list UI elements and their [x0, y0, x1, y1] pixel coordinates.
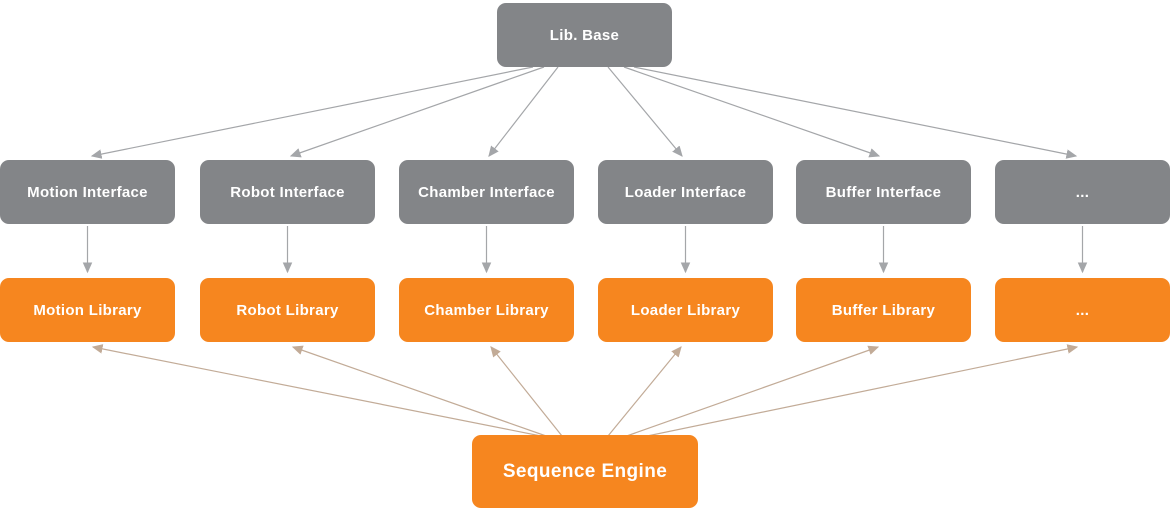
node-buffer-library: Buffer Library [796, 278, 971, 342]
node-more-library: ... [995, 278, 1170, 342]
node-more-interface: ... [995, 160, 1170, 224]
node-buffer-interface: Buffer Interface [796, 160, 971, 224]
node-robot-interface: Robot Interface [200, 160, 375, 224]
node-motion-interface: Motion Interface [0, 160, 175, 224]
node-loader-interface: Loader Interface [598, 160, 773, 224]
arrow-root-more-interface [633, 66, 1078, 159]
interface-to-library-arrows [82, 226, 1088, 274]
engine-to-library-arrows [91, 344, 1079, 441]
node-chamber-interface: Chamber Interface [399, 160, 574, 224]
arrow-engine-motion-library [91, 344, 547, 438]
arrow-root-motion-interface [90, 66, 534, 159]
arrow-root-loader-interface [607, 66, 683, 157]
arrow-root-robot-interface [289, 66, 545, 158]
node-chamber-library: Chamber Library [399, 278, 574, 342]
arrow-root-chamber-interface [488, 66, 559, 157]
arrow-root-buffer-interface [623, 66, 881, 158]
node-loader-library: Loader Library [598, 278, 773, 342]
node-motion-library: Motion Library [0, 278, 175, 342]
arrow-engine-robot-library [291, 345, 550, 438]
node-robot-library: Robot Library [200, 278, 375, 342]
arrow-engine-loader-library [607, 346, 682, 437]
node-lib-base: Lib. Base [497, 3, 672, 67]
node-sequence-engine: Sequence Engine [472, 435, 698, 508]
arrow-engine-more-library [627, 344, 1079, 441]
root-to-interface-arrows [90, 66, 1078, 159]
arrow-engine-buffer-library [620, 345, 880, 439]
arrow-engine-chamber-library [490, 346, 563, 437]
